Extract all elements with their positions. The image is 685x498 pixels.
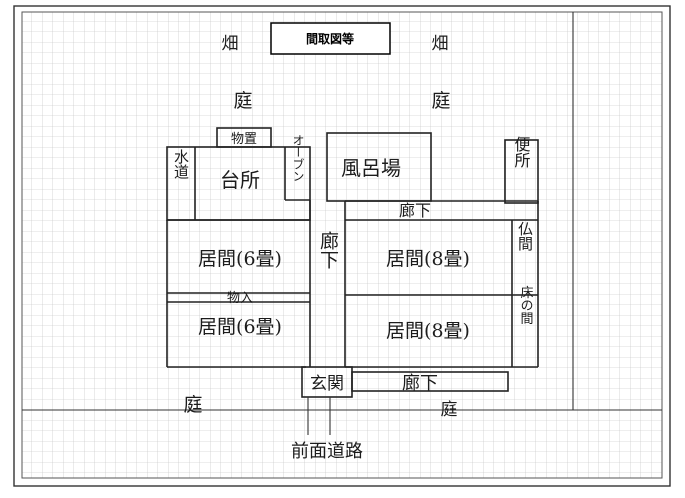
closet-storage-label: 物入 — [227, 291, 253, 306]
kitchen-label: 台所 — [220, 168, 260, 192]
garden-label-bottom-left: 庭 — [183, 394, 202, 416]
corridor-bottom-label: 廊下 — [402, 373, 438, 394]
water-label: 水道 — [172, 149, 190, 179]
field-label-left: 畑 — [222, 34, 239, 54]
room-6-upper-label: 居間(6畳) — [198, 248, 282, 270]
grid-paper — [21, 11, 663, 479]
field-label-right: 畑 — [432, 34, 449, 54]
side-room-label: 仏間 — [516, 221, 534, 252]
title-label: 間取図等 — [306, 31, 354, 46]
oven-label: オーブン — [291, 134, 305, 182]
tokonoma-label: 床の間 — [518, 286, 534, 326]
corridor-top-label: 廊下 — [399, 201, 431, 220]
garden-label-bottom-right: 庭 — [441, 400, 458, 420]
title-box — [270, 22, 391, 55]
toilet-label: 便所 — [512, 136, 531, 168]
building-walls — [166, 127, 539, 435]
entrance-label: 玄関 — [310, 374, 344, 394]
garden-label-top-right: 庭 — [431, 90, 450, 112]
room-8-upper-label: 居間(8畳) — [386, 248, 470, 270]
road-label: 前面道路 — [291, 441, 363, 462]
room-8-lower-label: 居間(8畳) — [386, 320, 470, 342]
room-6-lower-label: 居間(6畳) — [198, 316, 282, 338]
garden-label-top-left: 庭 — [233, 90, 252, 112]
storage-label: 物置 — [231, 132, 257, 147]
corridor-mid-label: 廊下 — [317, 231, 339, 269]
bath-label: 風呂場 — [341, 156, 401, 180]
